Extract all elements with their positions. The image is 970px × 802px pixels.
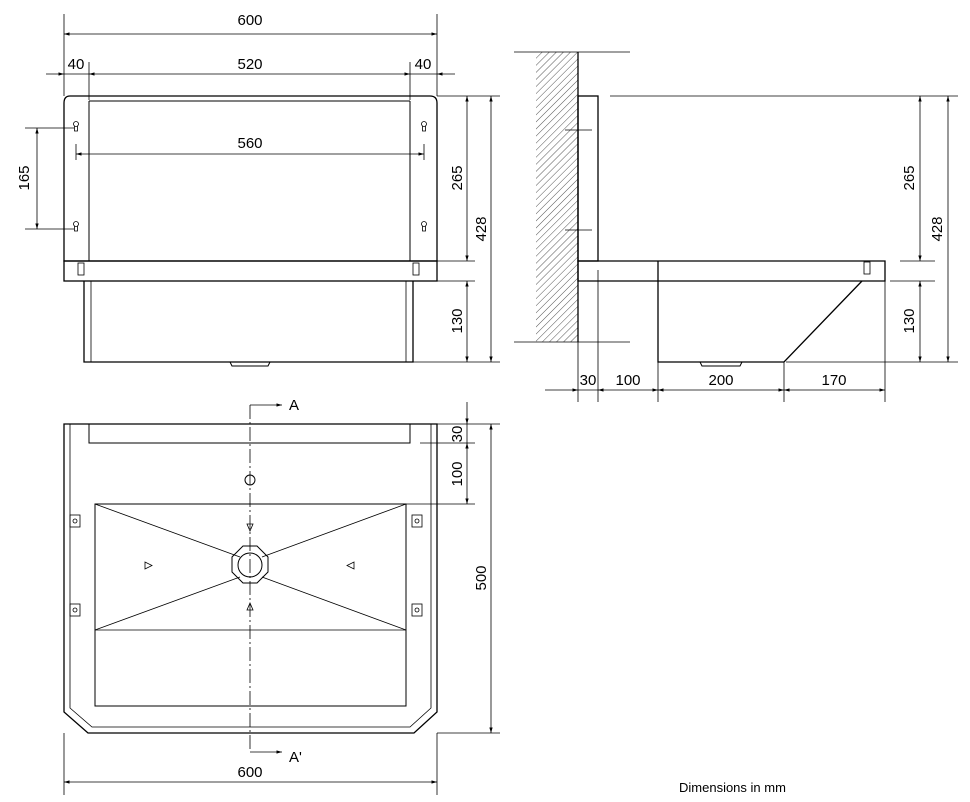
side-view: 265 130 428 30 100 200 170 [514, 51, 958, 402]
keyhole-icon [73, 221, 79, 232]
dim-top-100: 100 [449, 461, 466, 486]
section-label-start: A [289, 397, 299, 414]
dim-side-200: 200 [708, 372, 733, 389]
dim-front-total-height: 428 [473, 216, 490, 241]
slope-arrow-icon [346, 561, 355, 570]
dim-side-bowl-depth: 130 [901, 308, 918, 333]
side-clip [863, 261, 871, 275]
dim-side-100: 100 [615, 372, 640, 389]
front-back-panel [63, 95, 438, 262]
fixing-icon [69, 603, 81, 617]
keyhole-icon [421, 121, 427, 132]
dim-front-margin-left: 40 [68, 56, 85, 73]
keyhole-icon [421, 221, 427, 232]
keyhole-icon [73, 121, 79, 132]
dim-top-30: 30 [449, 426, 466, 443]
top-outline [63, 423, 438, 734]
dim-side-30: 30 [580, 372, 597, 389]
side-back-panel [577, 95, 599, 262]
front-rim [63, 260, 438, 282]
front-clip-left [77, 262, 85, 276]
section-label-end: A' [289, 749, 302, 766]
front-drain [229, 361, 271, 367]
front-bowl [83, 281, 414, 363]
side-bowl [657, 261, 863, 363]
dim-front-width: 600 [237, 12, 262, 29]
dim-front-margin-right: 40 [415, 56, 432, 73]
dim-front-bowl-depth: 130 [449, 308, 466, 333]
units-note: Dimensions in mm [679, 780, 786, 795]
fixing-icon [69, 514, 81, 528]
fixing-icon [411, 514, 423, 528]
top-back-strip [88, 423, 411, 444]
dim-top-depth: 500 [473, 565, 490, 590]
top-view: A A' 30 100 500 600 [63, 397, 500, 795]
top-basin [94, 503, 407, 707]
side-drain [699, 361, 743, 367]
dim-front-hole-spacing: 165 [16, 165, 33, 190]
dim-top-width: 600 [237, 764, 262, 781]
front-clip-right [412, 262, 420, 276]
wall-hatch [536, 52, 578, 342]
dim-front-inner-width: 520 [237, 56, 262, 73]
front-view: 600 40 520 40 560 165 265 130 428 [16, 12, 500, 367]
dim-side-170: 170 [821, 372, 846, 389]
dim-front-mount-spacing: 560 [237, 135, 262, 152]
dim-front-back-height: 265 [449, 165, 466, 190]
drain-outlet [231, 545, 269, 584]
fixing-icon [411, 603, 423, 617]
side-rim [577, 260, 886, 282]
dim-side-total-height: 428 [929, 216, 946, 241]
slope-arrow-icon [144, 561, 153, 570]
dim-side-back-height: 265 [901, 165, 918, 190]
